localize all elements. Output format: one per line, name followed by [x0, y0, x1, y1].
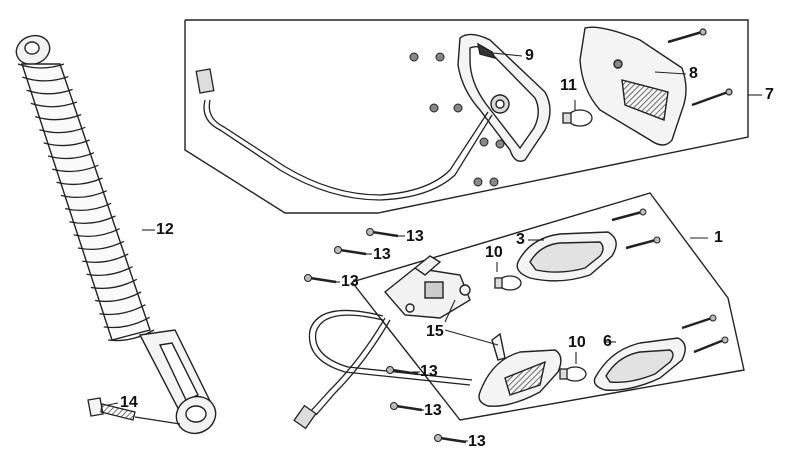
- spring-coil: [90, 278, 138, 290]
- callout-7: 7: [765, 86, 774, 103]
- spring-coil: [95, 291, 142, 303]
- leader-lines: [107, 52, 762, 442]
- spring-coil: [64, 202, 112, 212]
- shock-absorber: [15, 34, 217, 435]
- spring-coil: [26, 88, 73, 95]
- spring-coil: [47, 152, 95, 160]
- callout-14: 14: [120, 394, 138, 411]
- callout-8: 8: [689, 65, 698, 82]
- signal-bulbs: [494, 275, 587, 382]
- signal-housing: [478, 332, 562, 407]
- spring-coil: [17, 63, 65, 69]
- callout-13-c: 13: [341, 273, 359, 290]
- spring-coil: [103, 316, 151, 329]
- callout-12: 12: [156, 221, 174, 238]
- group-frame-1: [351, 192, 745, 421]
- shock-bolt: [87, 397, 181, 425]
- spring-coils: [17, 63, 155, 342]
- spring-coil: [30, 101, 78, 108]
- tail-light-lens: [579, 26, 687, 146]
- spring-coil: [107, 329, 155, 342]
- callout-10-top: 10: [485, 244, 503, 261]
- tail-light-nuts: [409, 52, 505, 187]
- callout-13-f: 13: [468, 433, 486, 450]
- callout-15: 15: [426, 323, 444, 340]
- signal-bracket: [383, 255, 471, 319]
- spring-coil: [99, 304, 146, 316]
- callout-13-a: 13: [406, 228, 424, 245]
- callout-11: 11: [560, 77, 577, 94]
- front-signal-lens: [516, 231, 617, 282]
- spring-coil: [77, 240, 125, 250]
- callout-1: 1: [714, 229, 723, 246]
- signal-wires: [293, 309, 473, 430]
- spring-coil: [86, 266, 133, 277]
- callout-10-bottom: 10: [568, 334, 586, 351]
- lens-screws: [667, 28, 733, 107]
- spring-coil: [22, 76, 69, 82]
- signal-screws: [611, 208, 729, 354]
- spring-coil: [82, 253, 129, 264]
- callout-6: 6: [603, 333, 612, 350]
- callout-3: 3: [516, 231, 525, 248]
- tail-light-housing: [457, 33, 551, 162]
- tail-light-wire: [195, 68, 493, 201]
- callout-13-b: 13: [373, 246, 391, 263]
- group-frame-7: [184, 19, 749, 214]
- spring-coil: [43, 139, 90, 147]
- rear-signal-lens: [593, 337, 686, 391]
- spring-coil: [60, 190, 108, 199]
- callout-13-d: 13: [420, 363, 438, 380]
- spring-coil: [52, 164, 99, 173]
- callout-9: 9: [525, 47, 534, 64]
- tail-bulb: [562, 109, 593, 127]
- spring-coil: [39, 126, 86, 134]
- callout-13-e: 13: [424, 402, 442, 419]
- spring-coil: [56, 177, 103, 186]
- spring-coil: [69, 215, 116, 224]
- spring-coil: [73, 228, 120, 237]
- spring-coil: [34, 114, 82, 121]
